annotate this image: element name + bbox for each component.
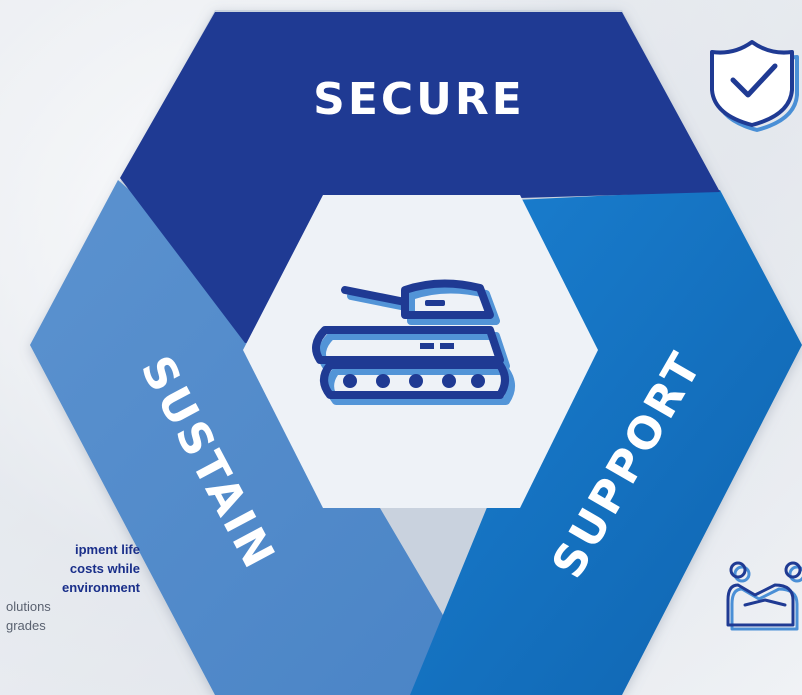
center-hexagon [243, 195, 598, 508]
side-description: ipment life costs while environment olut… [0, 540, 140, 635]
handshake-people-icon [726, 561, 802, 631]
tank-icon [312, 279, 515, 405]
side-light-line-1: olutions [6, 599, 51, 614]
side-bold-line-1: ipment life [74, 542, 140, 557]
side-bold-line-3: environment [61, 580, 140, 595]
secure-label: SECURE [313, 74, 525, 125]
side-light-line-2: grades [6, 618, 46, 633]
shield-check-icon [710, 40, 799, 132]
sustain-segment [30, 180, 490, 695]
side-bold-line-2: costs while [69, 561, 140, 576]
secure-segment [120, 12, 720, 343]
